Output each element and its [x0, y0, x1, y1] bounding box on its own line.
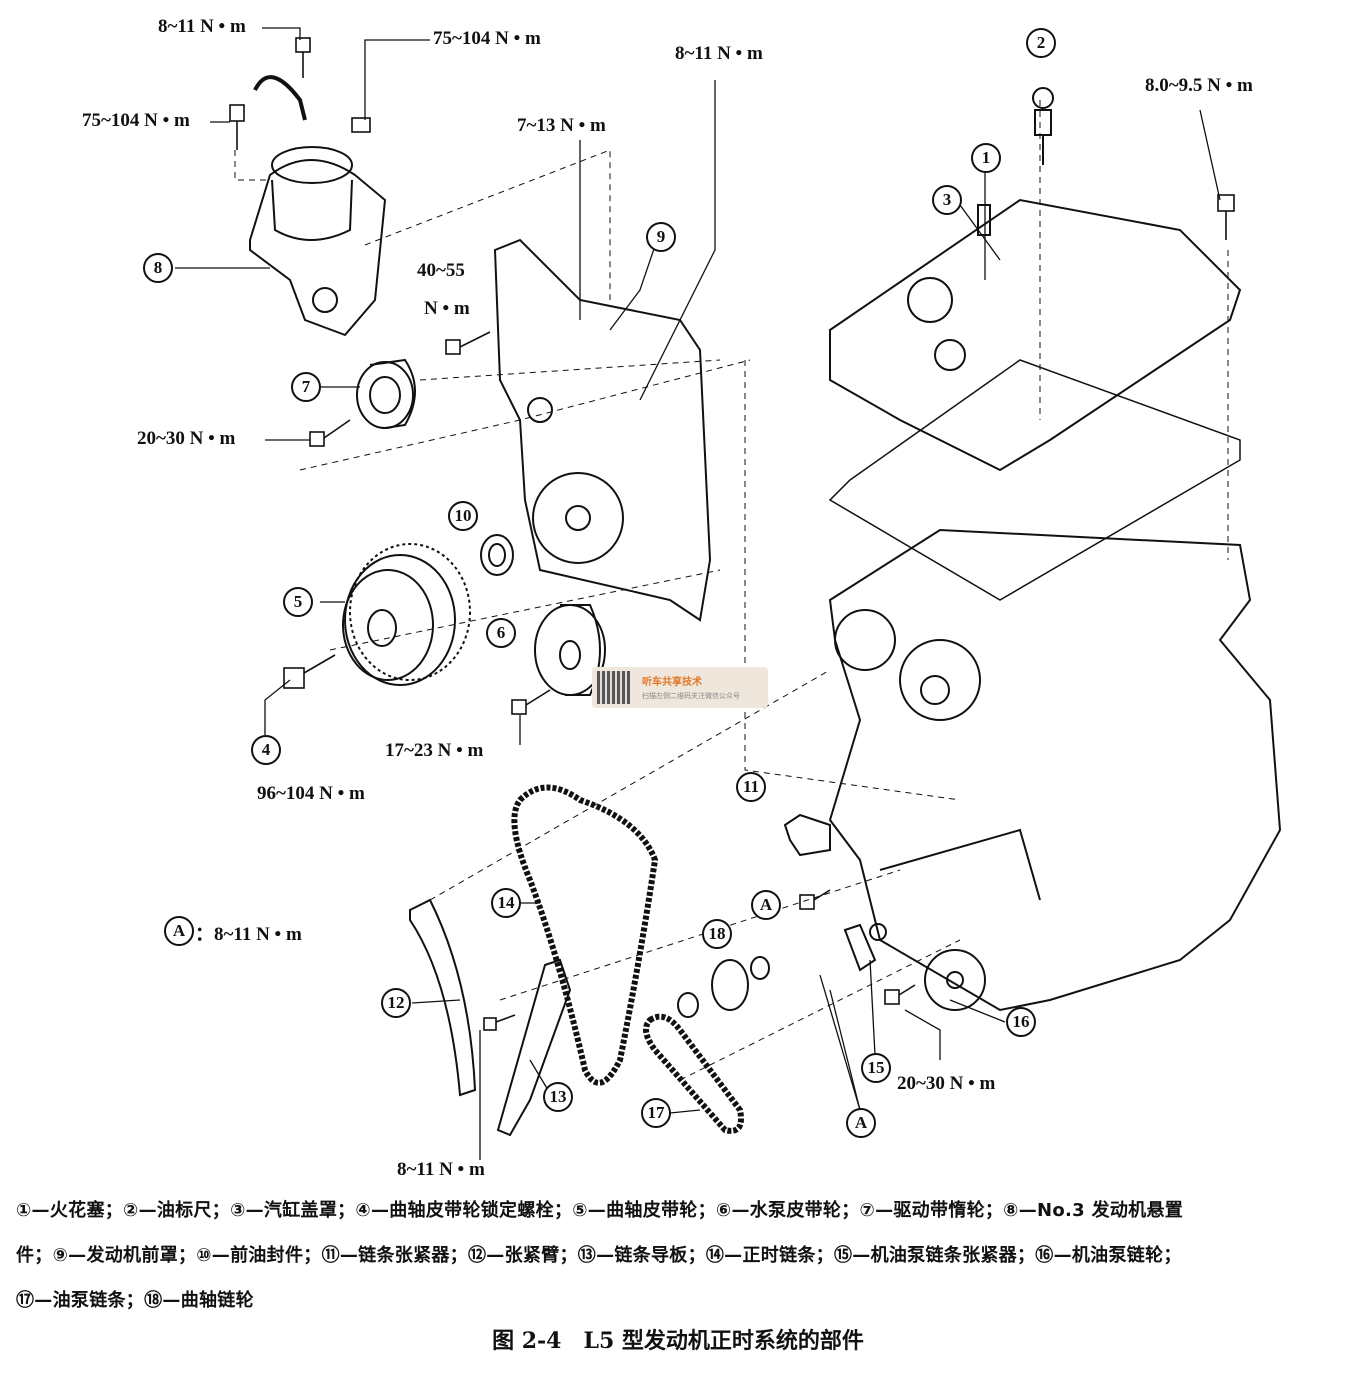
water-pump-pulley [534, 604, 606, 696]
torque-label: 40~55 [417, 260, 465, 281]
cylinder-head-cover [828, 198, 1242, 601]
callout-7: 7 [291, 372, 321, 402]
legend-line: ①—火花塞；②—油标尺；③—汽缸盖罩；④—曲轴皮带轮锁定螺栓；⑤—曲轴皮带轮；⑥… [16, 1200, 1184, 1221]
callout-12: 12 [381, 988, 411, 1018]
torque-label: ：8~11 N • m [195, 924, 302, 945]
bolts [229, 37, 1235, 1031]
front-oil-seal [480, 534, 514, 576]
timing-chain [511, 784, 659, 1086]
callout-15: 15 [861, 1053, 891, 1083]
idler-pulley [356, 358, 416, 429]
callout-6: 6 [486, 618, 516, 648]
qr-code [597, 671, 630, 704]
torque-label: 17~23 N • m [385, 740, 484, 761]
torque-label: 8.0~9.5 N • m [1145, 75, 1253, 96]
torque-label: 8~11 N • m [397, 1159, 485, 1180]
crankshaft-sprocket [677, 956, 770, 1018]
figure-caption: 图 2-4 L5 型发动机正时系统的部件 [492, 1328, 864, 1354]
callout-16: 16 [1006, 1007, 1036, 1037]
callout-14: 14 [491, 888, 521, 918]
torque-label: 75~104 N • m [82, 110, 190, 131]
callout-a-legend: A [164, 916, 194, 946]
engine-front-cover [493, 238, 712, 622]
chain-guide [496, 958, 572, 1137]
callout-17: 17 [641, 1098, 671, 1128]
torque-label: N • m [424, 298, 470, 319]
crankshaft-pulley [342, 543, 471, 686]
torque-label: 20~30 N • m [137, 428, 236, 449]
torque-label: 7~13 N • m [517, 115, 606, 136]
chain-tensioner [783, 813, 831, 857]
dipstick-and-spark-plug [977, 87, 1054, 236]
callout-13: 13 [543, 1082, 573, 1112]
legend-line: ⑰—油泵链条；⑱—曲轴链轮 [16, 1290, 254, 1311]
callout-1: 1 [971, 143, 1001, 173]
watermark-title: 听车共享技术 [642, 677, 702, 688]
tensioner-arm [409, 898, 477, 1097]
torque-label: 20~30 N • m [897, 1073, 996, 1094]
watermark: 听车共享技术 扫描左侧二维码关注微信公众号 [592, 667, 768, 708]
torque-label: 96~104 N • m [257, 783, 365, 804]
callout-3: 3 [932, 185, 962, 215]
watermark-subtitle: 扫描左侧二维码关注微信公众号 [642, 692, 740, 700]
callout-8: 8 [143, 253, 173, 283]
callout-11: 11 [736, 772, 766, 802]
callout-18: 18 [702, 919, 732, 949]
callout-4: 4 [251, 735, 281, 765]
engine-mount [249, 75, 387, 337]
legend-line: 件；⑨—发动机前罩；⑩—前油封件；⑪—链条张紧器；⑫—张紧臂；⑬—链条导板；⑭—… [16, 1245, 1182, 1266]
callout-10: 10 [448, 501, 478, 531]
callout-2: 2 [1026, 28, 1056, 58]
oil-pump-chain [643, 1013, 744, 1134]
torque-label: 75~104 N • m [433, 28, 541, 49]
leader-lines [175, 27, 1221, 1160]
engine-block [828, 528, 1282, 1012]
callout-a: A [751, 890, 781, 920]
torque-label: 8~11 N • m [158, 16, 246, 37]
callout-5: 5 [283, 587, 313, 617]
torque-label: 8~11 N • m [675, 43, 763, 64]
callout-9: 9 [646, 222, 676, 252]
oil-pump-chain-tensioner [843, 923, 887, 972]
callout-a: A [846, 1108, 876, 1138]
